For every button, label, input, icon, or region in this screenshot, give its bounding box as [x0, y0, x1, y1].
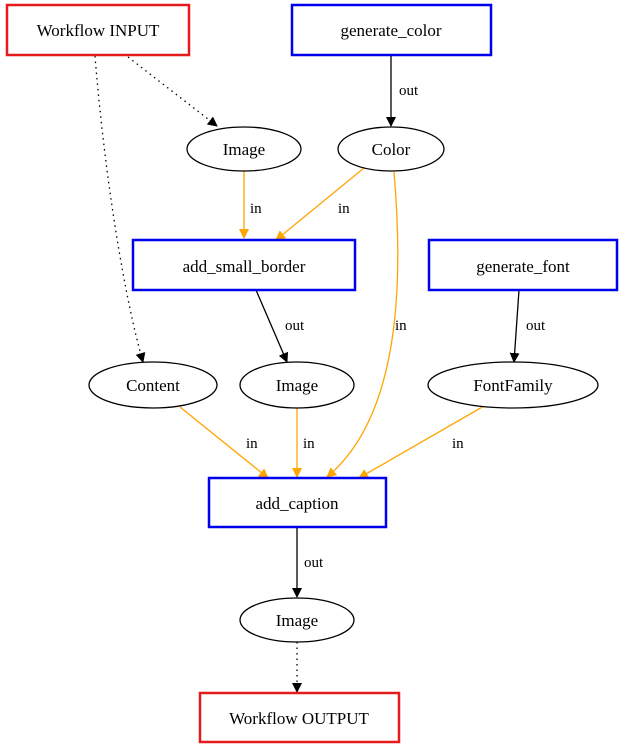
node-label-image-output: Image: [276, 611, 318, 630]
node-add-caption[interactable]: add_caption: [207, 476, 388, 529]
node-label-image-mid: Image: [276, 376, 318, 395]
node-workflow-input[interactable]: Workflow INPUT: [5, 3, 191, 57]
edge-input-to-content: [94, 55, 146, 363]
edge-color-to-caption: [326, 171, 399, 478]
node-label-workflow-input: Workflow INPUT: [37, 21, 160, 40]
edge-color-to-border: [275, 167, 365, 241]
node-image-mid[interactable]: Image: [239, 361, 355, 409]
edge-fontfamily-to-caption: [358, 405, 485, 479]
edge-label-color-caption-in: in: [395, 318, 407, 334]
node-label-image-input: Image: [223, 140, 265, 159]
edge-border-to-image: [255, 289, 289, 363]
edge-label-caption-out: out: [304, 555, 324, 571]
node-color[interactable]: Color: [337, 126, 445, 172]
edge-label-content-in: in: [246, 436, 258, 452]
edge-content-to-caption: [179, 406, 269, 479]
node-image-input[interactable]: Image: [186, 126, 302, 172]
node-label-workflow-output: Workflow OUTPUT: [229, 709, 369, 728]
node-add-small-border[interactable]: add_small_border: [131, 238, 357, 292]
node-label-generate-font: generate_font: [476, 257, 570, 276]
node-workflow-output[interactable]: Workflow OUTPUT: [198, 691, 401, 744]
node-generate-font[interactable]: generate_font: [427, 238, 619, 292]
node-font-family[interactable]: FontFamily: [427, 361, 599, 409]
node-label-add-caption: add_caption: [255, 494, 339, 513]
edge-label-generate-font-out: out: [526, 318, 546, 334]
edge-label-fontfamily-in: in: [452, 436, 464, 452]
node-label-color: Color: [372, 140, 411, 159]
node-label-font-family: FontFamily: [473, 376, 553, 395]
edge-label-image-in: in: [250, 201, 262, 217]
edge-input-to-image: [127, 56, 218, 127]
node-label-generate-color: generate_color: [341, 21, 442, 40]
edge-label-image-caption-in: in: [303, 436, 315, 452]
node-label-content: Content: [126, 376, 180, 395]
node-label-add-small-border: add_small_border: [183, 257, 306, 276]
node-content[interactable]: Content: [88, 361, 218, 409]
edge-label-color-border-in: in: [338, 201, 350, 217]
edge-label-border-out: out: [285, 318, 305, 334]
edge-generate-font-to-fontfamily: [509, 289, 520, 363]
node-generate-color[interactable]: generate_color: [290, 3, 493, 57]
edge-label-generate-color-out: out: [399, 83, 419, 99]
node-image-output[interactable]: Image: [239, 597, 355, 643]
